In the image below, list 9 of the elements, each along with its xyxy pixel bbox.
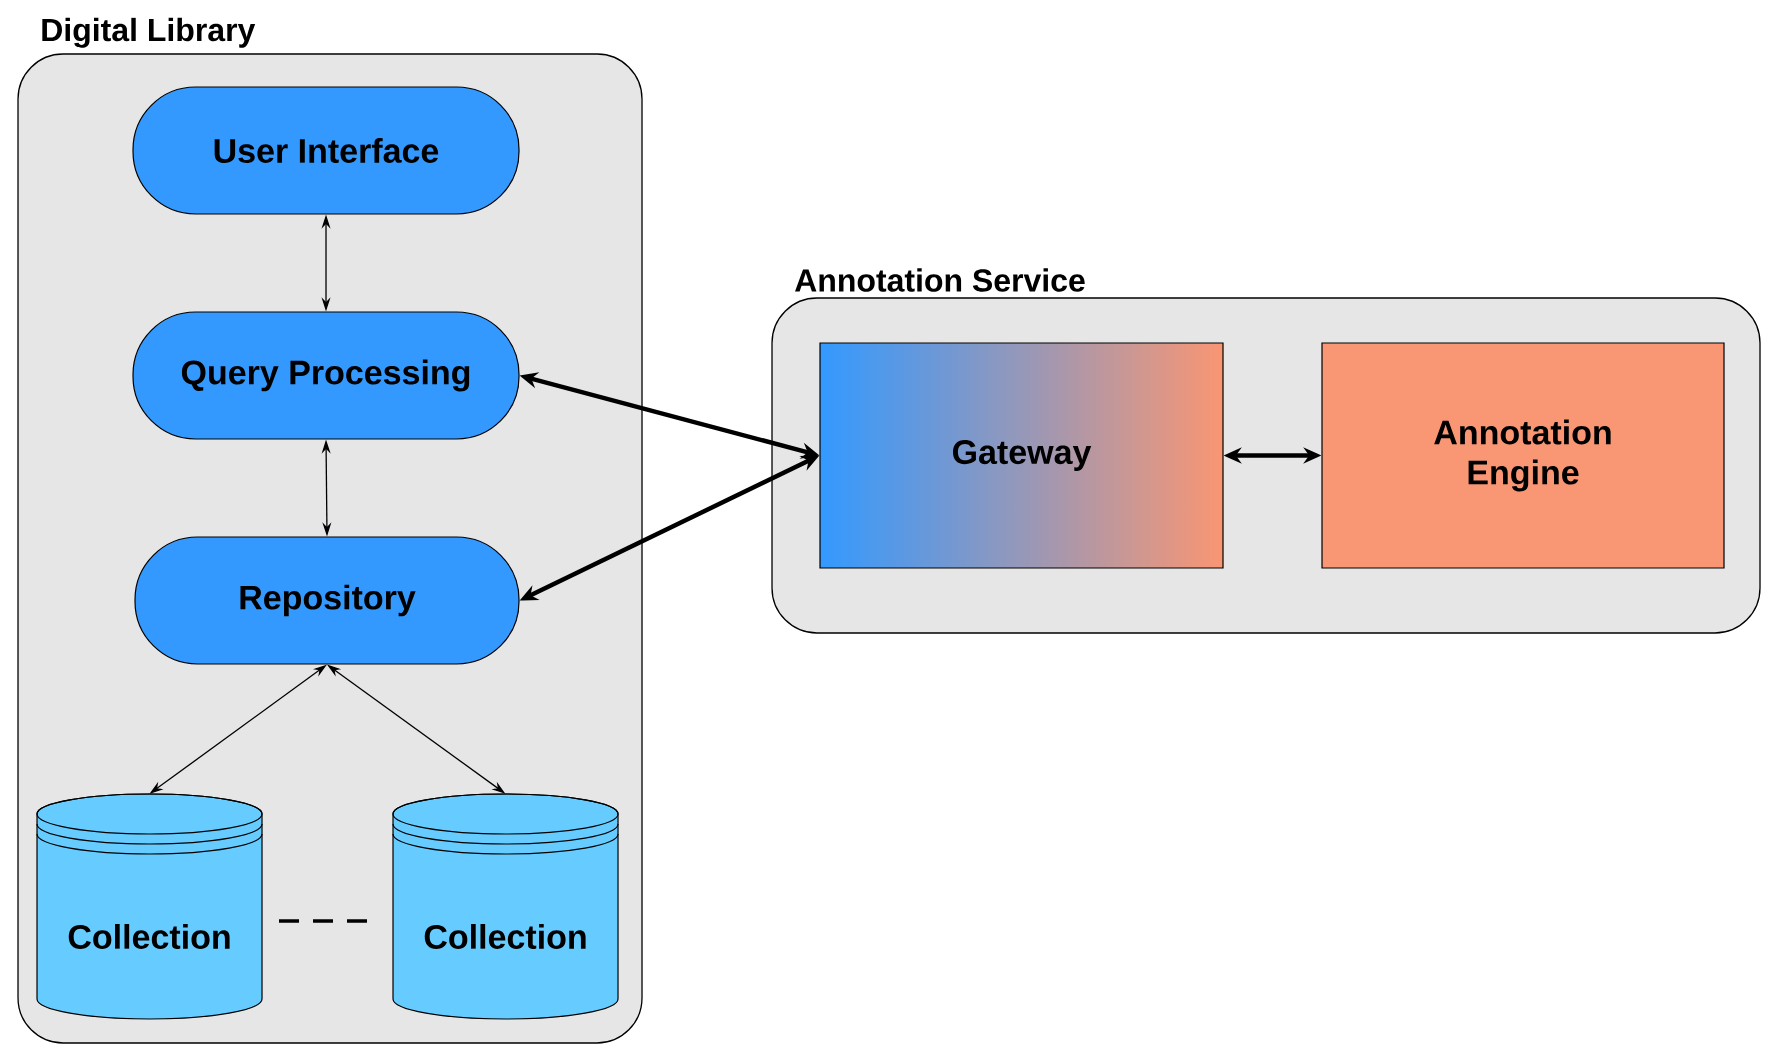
process-box: Annotation Engine bbox=[1321, 342, 1725, 569]
process-box: User Interface bbox=[132, 86, 520, 215]
process-box: Repository bbox=[134, 536, 520, 665]
node-label: Collection bbox=[68, 924, 230, 949]
node-label: Collection bbox=[424, 924, 586, 949]
container-title: Digital Library bbox=[42, 17, 256, 48]
process-box: Query Processing bbox=[132, 311, 520, 440]
process-box: Gateway bbox=[819, 342, 1224, 569]
container-title: Annotation Service bbox=[795, 268, 1085, 292]
